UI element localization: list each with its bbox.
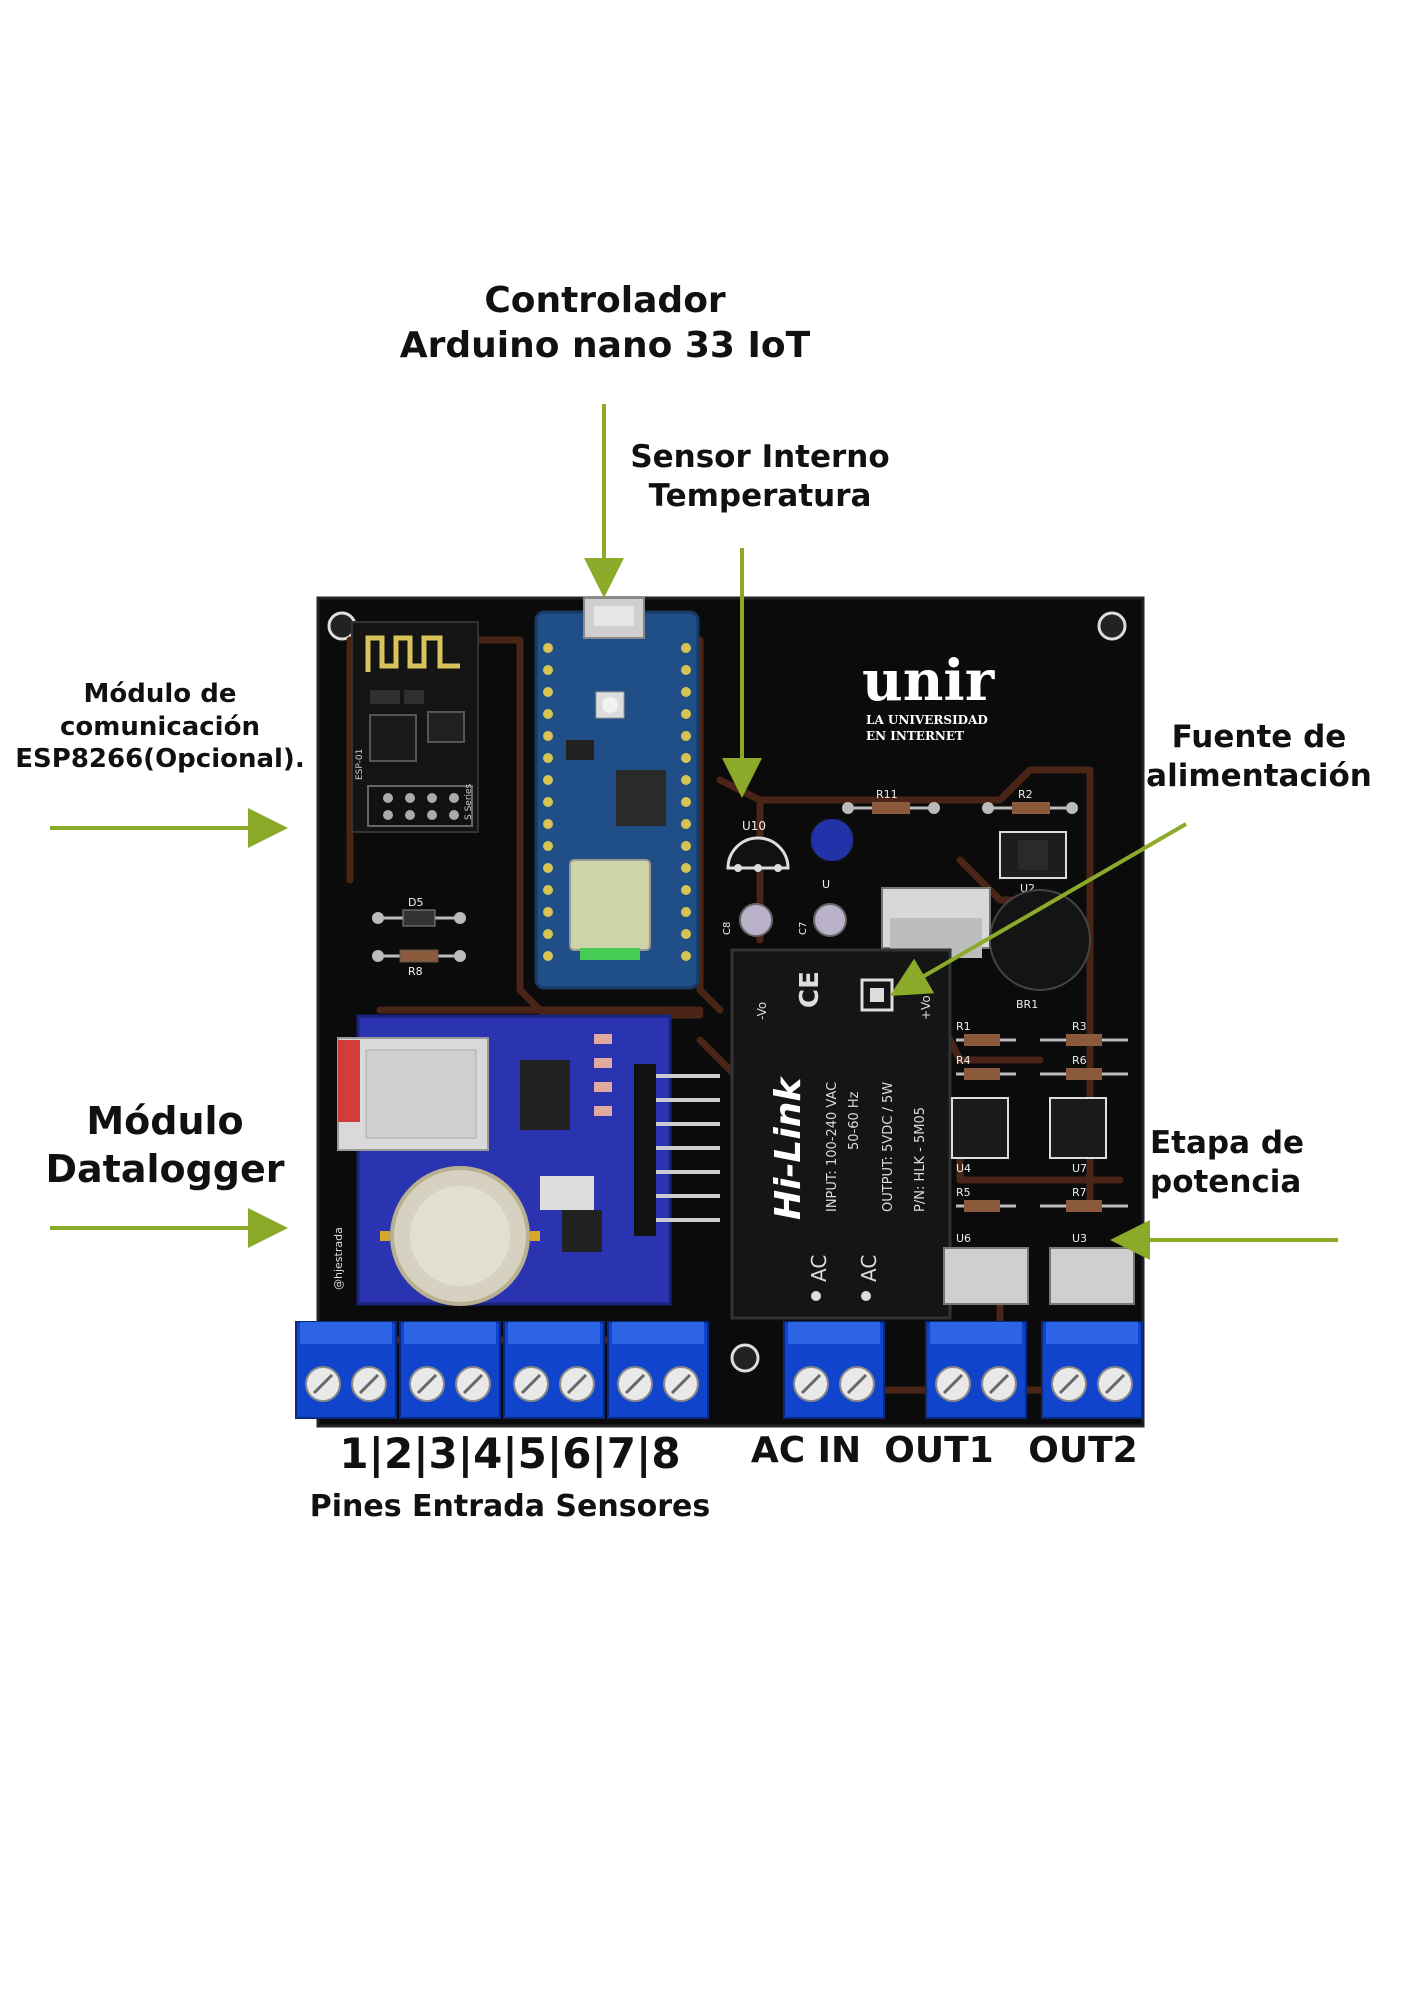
terminal-s3-4	[400, 1322, 500, 1418]
psu-vo-pos: +Vo	[919, 995, 933, 1020]
label-temp-sensor: Sensor Interno Temperatura	[600, 438, 920, 516]
ref-r8: R8	[408, 965, 423, 978]
ref-r7: R7	[1072, 1186, 1087, 1199]
logo-sub2: EN INTERNET	[866, 729, 964, 743]
label-temp-sensor-line1: Sensor Interno	[600, 438, 920, 477]
mounting-hole	[1099, 613, 1125, 639]
arduino-nano-board	[536, 598, 698, 988]
author-label: @hjestrada	[332, 1227, 345, 1290]
esp-series-label: S Series	[464, 783, 474, 820]
label-datalogger-line2: Datalogger	[30, 1146, 300, 1194]
psu-output: OUTPUT: 5VDC / 5W	[881, 1082, 896, 1212]
ref-u6: U6	[956, 1232, 971, 1245]
label-sensor-pins-caption: Pines Entrada Sensores	[290, 1488, 730, 1526]
datalogger-module: @hjestrada	[332, 1016, 720, 1304]
label-comm-module: Módulo de comunicación ESP8266(Opcional)…	[10, 678, 310, 776]
ref-c7: C7	[798, 922, 809, 935]
ref-u4: U4	[956, 1162, 971, 1175]
psu-vo-neg: -Vo	[755, 1002, 769, 1020]
terminal-s7-8	[608, 1322, 708, 1418]
label-comm-module-line1: Módulo de	[10, 678, 310, 711]
label-power-supply-line2: alimentación	[1134, 757, 1384, 796]
ref-u1: U	[822, 878, 830, 891]
label-comm-module-line2: comunicación	[10, 711, 310, 744]
mounting-hole	[732, 1345, 758, 1371]
label-power-stage-line2: potencia	[1150, 1163, 1340, 1202]
label-controller-line1: Controlador	[380, 278, 830, 323]
ref-r6: R6	[1072, 1054, 1087, 1067]
ref-u10: U10	[742, 819, 766, 833]
ref-r2: R2	[1018, 788, 1033, 801]
label-power-supply: Fuente de alimentación	[1134, 718, 1384, 796]
ref-d5: D5	[408, 896, 423, 909]
label-ac-in: AC IN	[746, 1428, 866, 1473]
label-power-stage: Etapa de potencia	[1150, 1124, 1340, 1202]
logo-main: unir	[862, 648, 996, 714]
terminal-out1	[926, 1322, 1026, 1418]
ref-r11: R11	[876, 788, 898, 801]
ref-u3: U3	[1072, 1232, 1087, 1245]
label-datalogger-line1: Módulo	[30, 1098, 300, 1146]
psu-freq: 50-60 Hz	[847, 1091, 862, 1150]
ref-r1: R1	[956, 1020, 971, 1033]
ref-r3: R3	[1072, 1020, 1087, 1033]
label-out2: OUT2	[1028, 1428, 1138, 1473]
psu-ce-mark: CE	[795, 971, 825, 1008]
label-datalogger: Módulo Datalogger	[30, 1098, 300, 1193]
label-power-supply-line1: Fuente de	[1134, 718, 1384, 757]
label-out1: OUT1	[884, 1428, 994, 1473]
psu-ac-right: AC	[857, 1255, 881, 1282]
psu-pn: P/N: HLK - 5M05	[913, 1107, 928, 1212]
ref-br1: BR1	[1016, 998, 1038, 1011]
terminal-s1-2	[296, 1322, 396, 1418]
label-power-stage-line1: Etapa de	[1150, 1124, 1340, 1163]
ref-r5: R5	[956, 1186, 971, 1199]
logo-sub1: LA UNIVERSIDAD	[866, 713, 988, 727]
power-supply-hlk: -Vo +Vo CE Hi-Link INPUT: 100-240 VAC 50…	[732, 950, 950, 1318]
terminal-s5-6	[504, 1322, 604, 1418]
esp-label: ESP-01	[355, 749, 365, 780]
label-controller: Controlador Arduino nano 33 IoT	[380, 278, 830, 368]
esp8266-module: ESP-01 S Series	[352, 622, 478, 832]
label-sensor-pins: 1|2|3|4|5|6|7|8	[300, 1428, 720, 1481]
ref-r4: R4	[956, 1054, 971, 1067]
terminal-ac-in	[784, 1322, 884, 1418]
psu-ac-left: AC	[807, 1255, 831, 1282]
label-temp-sensor-line2: Temperatura	[600, 477, 920, 516]
ref-c8: C8	[722, 922, 733, 935]
label-comm-module-line3: ESP8266(Opcional).	[10, 743, 310, 776]
psu-brand: Hi-Link	[768, 1076, 809, 1220]
psu-input: INPUT: 100-240 VAC	[825, 1082, 840, 1212]
ref-u7: U7	[1072, 1162, 1087, 1175]
label-controller-line2: Arduino nano 33 IoT	[380, 323, 830, 368]
terminal-out2	[1042, 1322, 1142, 1418]
